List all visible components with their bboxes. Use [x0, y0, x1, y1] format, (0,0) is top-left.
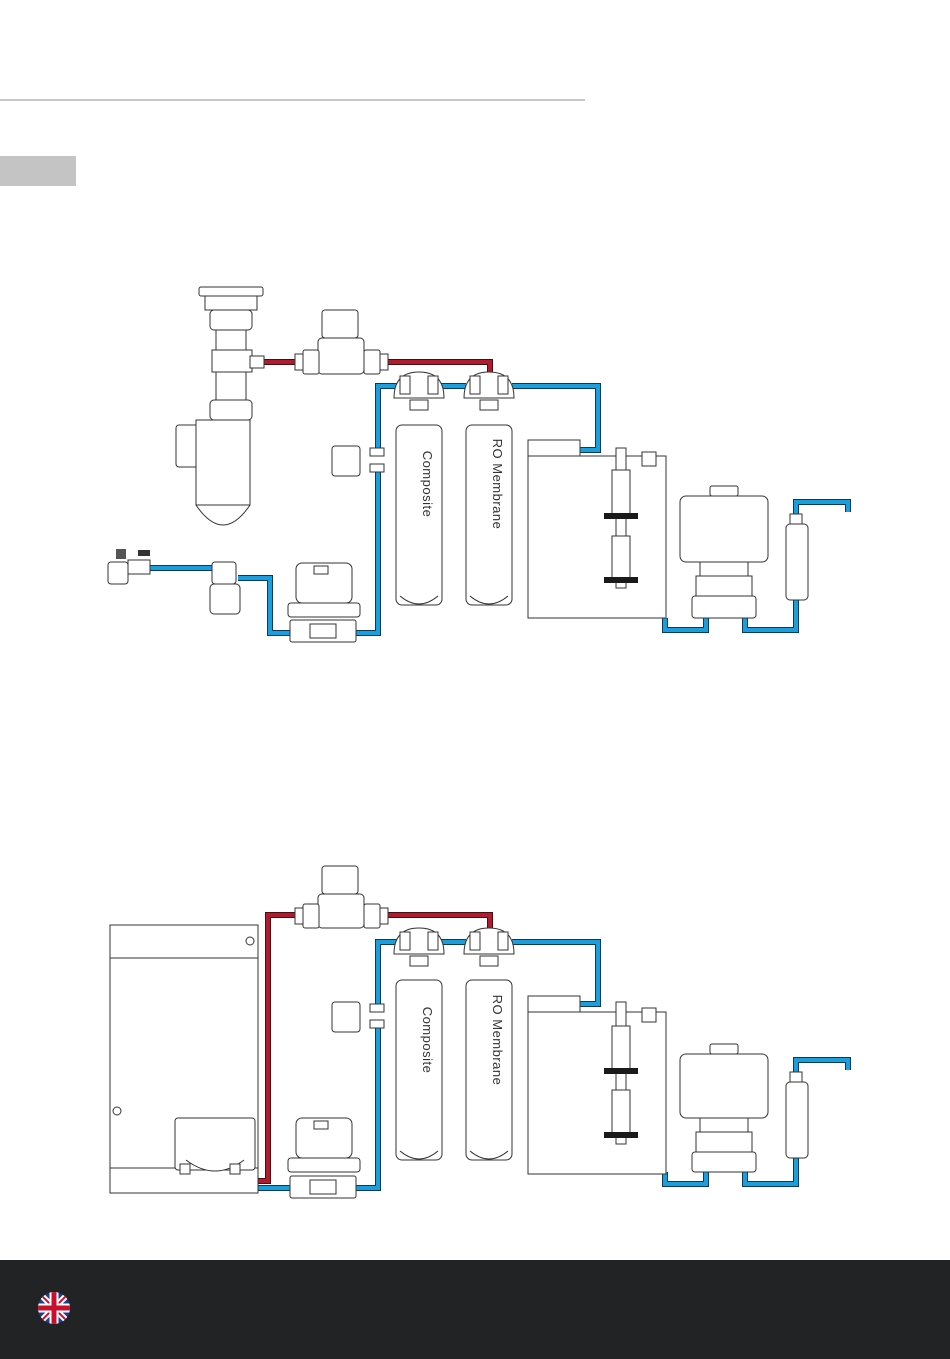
- pressure-switch: [332, 446, 384, 476]
- storage-tank: [528, 996, 666, 1174]
- composite-filter-label: Composite: [420, 1007, 435, 1074]
- pressure-switch: [332, 1002, 384, 1032]
- feed-isolation-valve: [108, 549, 240, 614]
- section-tab: [0, 156, 76, 186]
- drain-solenoid-valve: [295, 310, 388, 374]
- post-filter: [786, 1072, 808, 1158]
- composite-filter-cartridge: Composite: [394, 372, 444, 605]
- ro-membrane-label: RO Membrane: [490, 439, 505, 530]
- installation-diagram-cabinet: Composite RO Membrane: [0, 860, 950, 1200]
- uk-flag-icon[interactable]: [38, 1292, 70, 1324]
- delivery-pump: [680, 486, 768, 618]
- drain-line: [234, 915, 490, 1181]
- delivery-pump: [680, 1044, 768, 1172]
- post-filter: [786, 514, 808, 600]
- sink-waste-trap: [176, 287, 264, 525]
- composite-filter-cartridge: Composite: [394, 928, 444, 1160]
- booster-pump: [288, 563, 360, 642]
- composite-filter-label: Composite: [420, 451, 435, 518]
- installation-diagram-sink: Composite RO Membrane: [0, 280, 950, 650]
- ro-membrane-cartridge: RO Membrane: [464, 372, 514, 605]
- ro-membrane-cartridge: RO Membrane: [464, 928, 514, 1160]
- drain-solenoid-valve: [295, 866, 388, 928]
- storage-tank: [528, 440, 666, 618]
- header-rule: [0, 99, 585, 101]
- ro-membrane-label: RO Membrane: [490, 995, 505, 1086]
- booster-pump: [288, 1118, 360, 1198]
- footer-bar: [0, 1260, 950, 1359]
- appliance-cabinet: [110, 925, 258, 1193]
